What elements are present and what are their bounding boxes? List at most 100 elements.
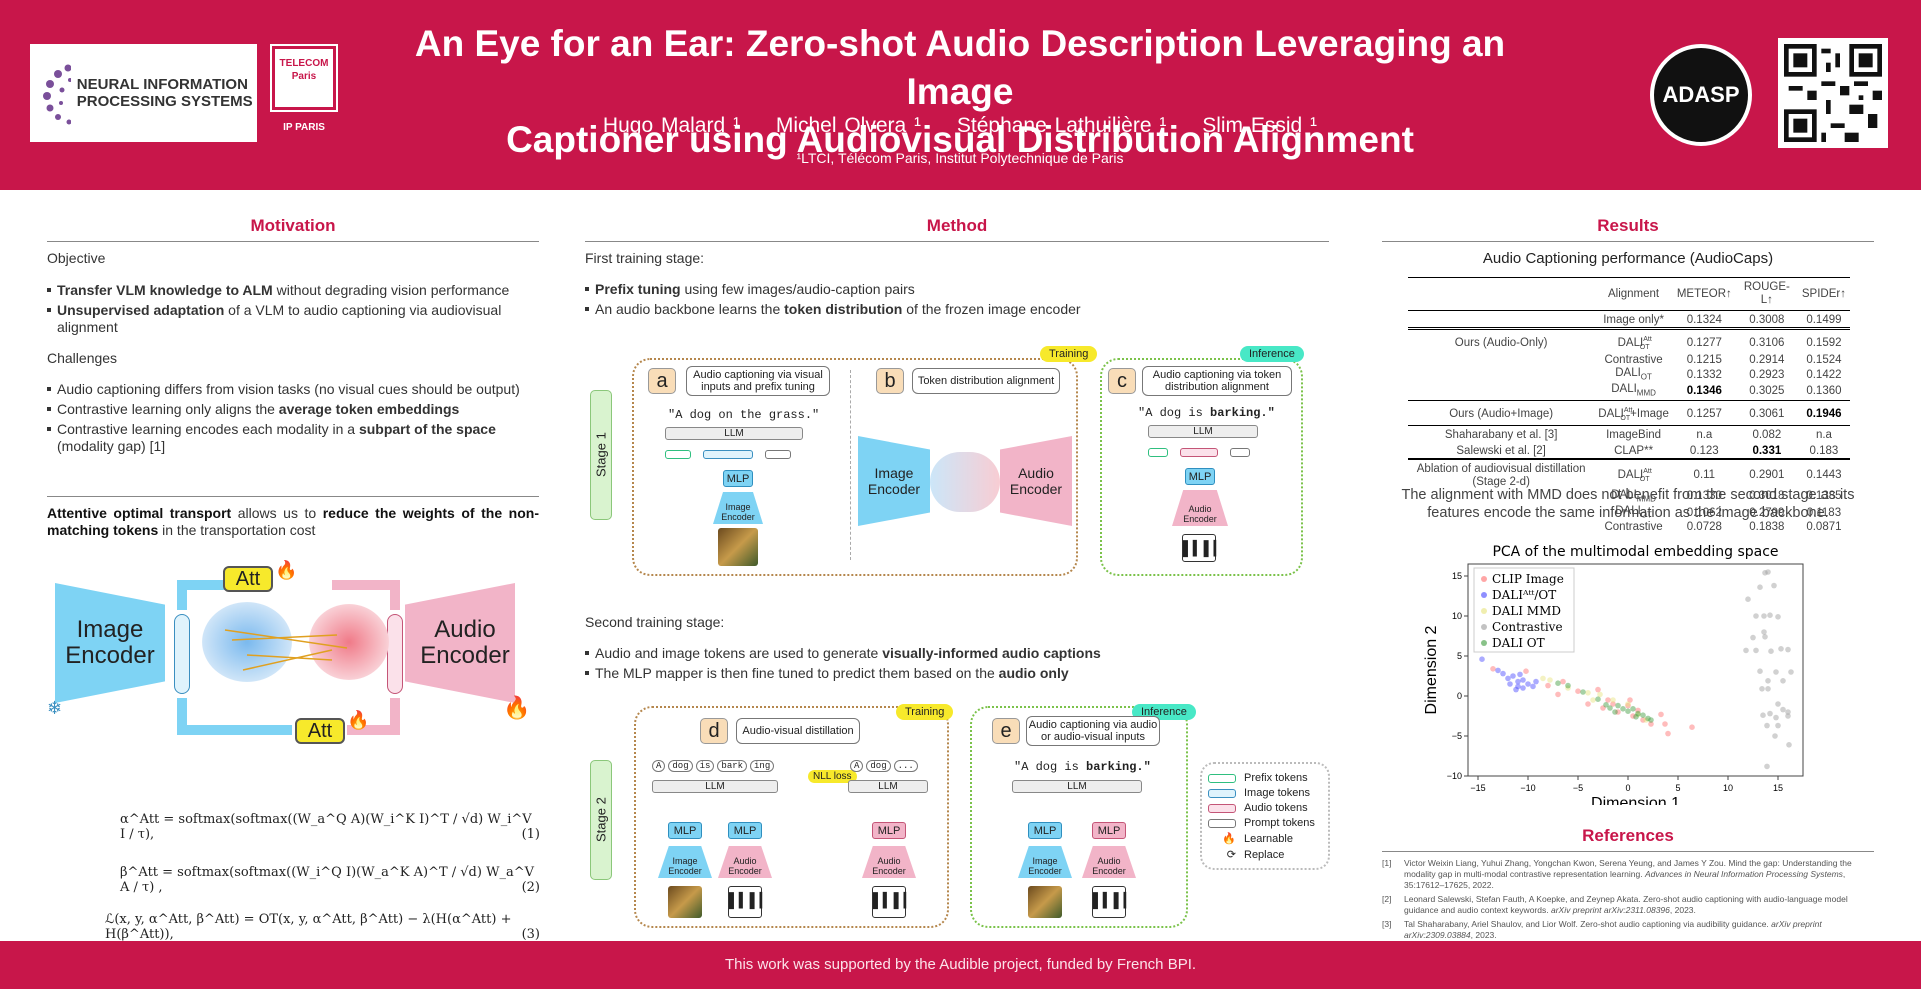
data-point <box>1555 680 1561 686</box>
data-point <box>1615 709 1621 715</box>
panel-d-predicted-tokens: A dog ... <box>850 760 918 772</box>
first-stage-heading: First training stage: <box>585 250 705 266</box>
attentive-ot-diagram: Image Encoder Audio Encoder Att Att 🔥 🔥 … <box>47 560 539 744</box>
qr-code-icon <box>1784 44 1882 142</box>
data-point <box>1627 697 1633 703</box>
audio-waveform-icon: ▌▍▌▎ <box>1182 534 1224 562</box>
cell: 0.3061 <box>1749 407 1785 420</box>
cell: 0.1524 <box>1806 354 1842 367</box>
legend-marker <box>1481 592 1487 598</box>
second-stage-item: The MLP mapper is then fine tuned to pre… <box>585 665 1329 682</box>
data-point <box>1612 709 1618 715</box>
audio-waveform-icon: ▌▍▌▎ <box>872 886 914 918</box>
stage-2-inference-panel <box>970 706 1188 928</box>
legend-prompt: Prompt tokens <box>1208 817 1322 829</box>
panel-e-caption: "A dog is barking." <box>1014 760 1151 774</box>
data-point <box>1775 722 1781 729</box>
data-point <box>1759 686 1765 692</box>
data-point <box>1520 685 1526 691</box>
data-point <box>1772 733 1778 739</box>
token-distributions <box>930 452 1000 512</box>
cell: 0.1277 <box>1686 337 1722 350</box>
objective-item: Unsupervised adaptation of a VLM to audi… <box>47 302 539 336</box>
dog-image <box>668 886 702 918</box>
y-tick-label: 0 <box>1457 691 1462 701</box>
data-point <box>1545 682 1551 689</box>
data-point <box>1658 711 1664 718</box>
panel-letter-b: b <box>876 368 904 394</box>
cell: DALIAttOT+Image <box>1598 406 1669 422</box>
footer: This work was supported by the Audible p… <box>0 941 1921 989</box>
data-point <box>1788 669 1794 675</box>
flame-icon: 🔥 <box>275 560 298 580</box>
data-point <box>1757 668 1763 674</box>
panel-e-image-mlp: MLP <box>1028 822 1062 839</box>
cell: DALIOT <box>1615 367 1652 382</box>
neurips-logo-text: NEURAL INFORMATION PROCESSING SYSTEMS <box>76 76 253 110</box>
data-point <box>1745 596 1751 602</box>
data-point <box>1689 724 1695 730</box>
group-name: Shaharabany et al. [3] <box>1444 428 1558 441</box>
data-point <box>1767 710 1773 717</box>
data-point <box>1775 614 1781 620</box>
data-point <box>1600 705 1606 711</box>
challenge-item: Contrastive learning only aligns the ave… <box>47 401 539 418</box>
legend-learnable: 🔥Learnable <box>1208 832 1322 846</box>
data-point <box>1490 666 1496 672</box>
data-point <box>1547 677 1553 683</box>
y-tick-label: 5 <box>1457 651 1462 661</box>
cell: DALIMMD <box>1611 488 1656 504</box>
motivation-title: Motivation <box>250 216 336 235</box>
authors: Hugo Malard ¹ Michel Olvera ¹ Stéphane L… <box>360 114 1560 138</box>
x-axis-label: Dimension 1 <box>1591 795 1680 805</box>
data-point <box>1765 686 1771 692</box>
data-point <box>1665 730 1671 737</box>
data-point <box>1517 671 1523 678</box>
divider <box>850 370 851 560</box>
panel-e-label: Audio captioning via audio or audio-visu… <box>1026 716 1160 746</box>
audio-encoder-block: Audio Encoder <box>405 583 515 703</box>
equation-1: α^Att = softmax(softmax((W_a^Q A)(W_i^K … <box>120 812 540 842</box>
cell: 0.1946 <box>1806 407 1842 420</box>
data-point <box>1607 705 1613 711</box>
image-encoder-block: Image Encoder <box>55 583 165 703</box>
legend-image: Image tokens <box>1208 787 1322 799</box>
data-point <box>1510 673 1516 679</box>
data-point <box>1520 677 1526 683</box>
audio-token-distribution <box>309 604 389 680</box>
data-point <box>1540 675 1546 682</box>
data-point <box>1479 656 1485 662</box>
first-stage-item: Prefix tuning using few images/audio-cap… <box>585 281 1329 298</box>
cell: 0.3025 <box>1749 385 1785 398</box>
legend-prefix: Prefix tokens <box>1208 772 1322 784</box>
divider <box>1382 241 1874 242</box>
flame-icon: 🔥 <box>347 710 370 730</box>
data-point <box>1773 669 1779 675</box>
stage-1-label: Stage 1 <box>590 390 612 520</box>
cell: 0.1062 <box>1686 506 1722 519</box>
replace-icon: ⟳ <box>1226 849 1236 861</box>
data-point <box>1565 685 1571 691</box>
data-point <box>1648 721 1654 727</box>
group-name: Ours (Audio-Only) <box>1454 337 1548 350</box>
data-point <box>1771 582 1777 589</box>
telecom-paris-logo: TELECOM Paris <box>270 44 338 112</box>
divider <box>47 241 539 242</box>
qr-code[interactable] <box>1778 38 1888 148</box>
first-stage-item: An audio backbone learns the token distr… <box>585 301 1329 318</box>
x-tick-label: −15 <box>1470 783 1485 793</box>
data-point <box>1757 584 1763 590</box>
panel-letter-d: d <box>700 718 728 744</box>
cell: 0.0871 <box>1806 521 1842 534</box>
transport-lines <box>177 580 400 735</box>
equation-2: β^Att = softmax(softmax((W_i^Q I)(W_a^K … <box>120 865 540 895</box>
x-tick-label: 0 <box>1625 783 1630 793</box>
motivation-text: Objective Transfer VLM knowledge to ALM … <box>47 250 539 458</box>
data-point <box>1505 675 1511 682</box>
